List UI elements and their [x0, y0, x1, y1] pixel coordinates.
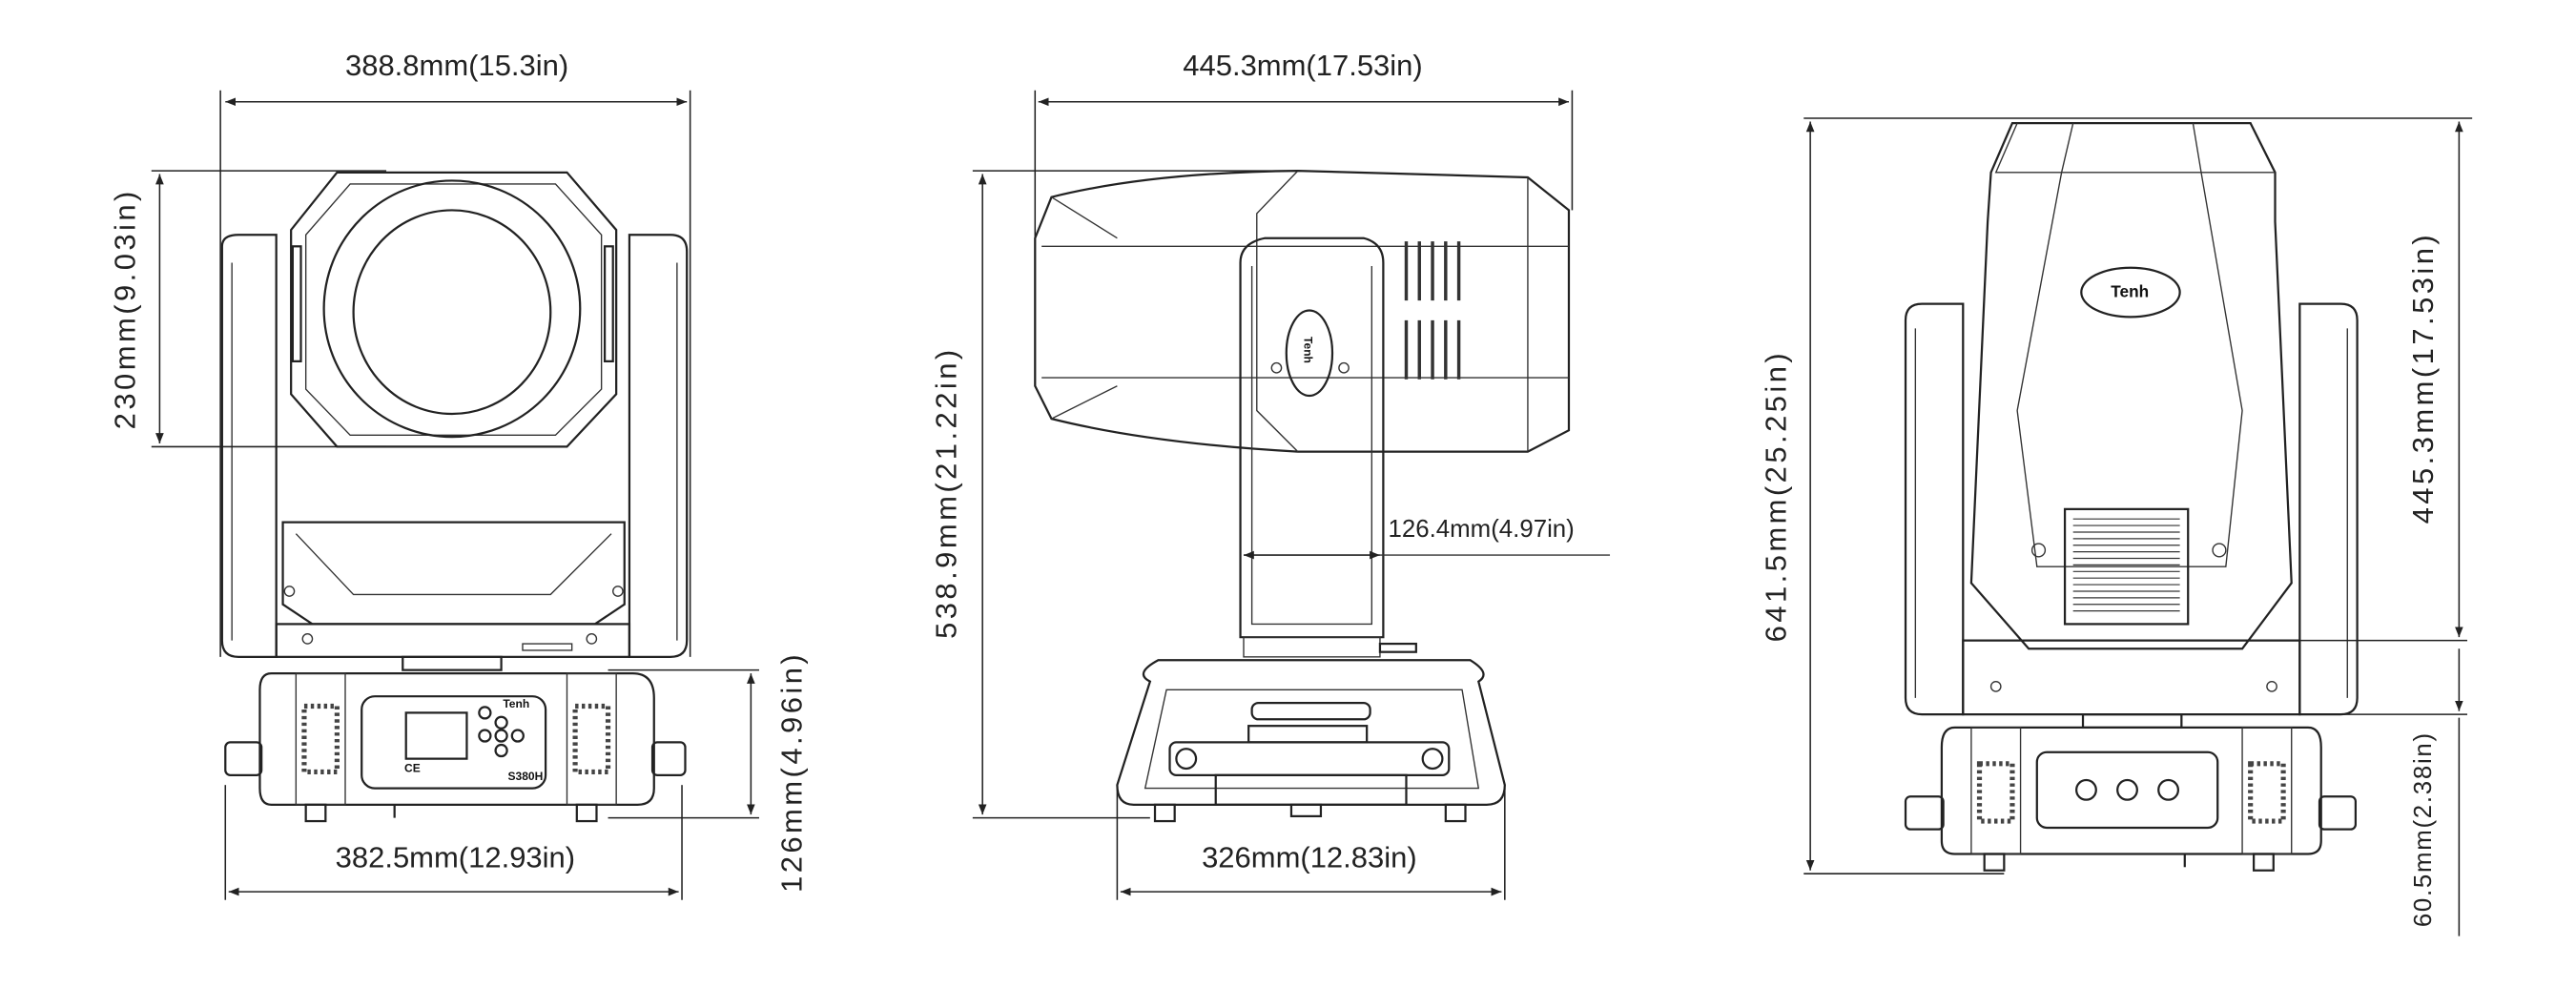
side-base [1116, 659, 1506, 823]
front-view: Tenh S380H CE 388.8mm(15.3in) 230mm(9.03… [109, 49, 809, 900]
panel-brand: Tenh [503, 697, 529, 710]
lcd-display [404, 711, 468, 760]
side-height-label: 538.9mm(21.22in) [930, 346, 963, 639]
front-width-label: 388.8mm(15.3in) [345, 49, 568, 82]
back-total-height-label: 641.5mm(25.25in) [1759, 350, 1792, 643]
back-head: Tenh [1969, 122, 2293, 650]
back-base-height-label: 60.5mm(2.38in) [2410, 731, 2437, 927]
rear-heatsink [2063, 507, 2190, 626]
back-head-height-label: 445.3mm(17.53in) [2406, 232, 2440, 524]
lens [352, 209, 552, 416]
front-head [290, 171, 618, 448]
arm-logo-badge [1285, 309, 1334, 398]
panel-model: S380H [507, 770, 543, 783]
back-view: Tenh 641.5mm(25.25in) 445. [1759, 117, 2473, 936]
back-logo-badge [2080, 266, 2181, 319]
front-base-width-label: 382.5mm(12.93in) [336, 840, 575, 874]
arm-logo: Tenh [1302, 337, 1315, 363]
side-view: Tenh 445.3mm(17.53in) 538.9mm(21.22in) 1… [930, 49, 1611, 900]
head-length-label: 445.3mm(17.53in) [1183, 49, 1422, 82]
back-base [1904, 713, 2358, 872]
control-panel [361, 695, 547, 790]
arm-width-label: 126.4mm(4.97in) [1389, 516, 1575, 543]
front-base: Tenh S380H CE [224, 655, 687, 823]
lens-height-label: 230mm(9.03in) [109, 188, 142, 429]
panel-certification: CE [404, 761, 421, 774]
side-head [1034, 169, 1571, 453]
side-arm: Tenh [1239, 236, 1417, 658]
base-height-label: 126mm(4.96in) [775, 651, 809, 893]
side-base-width-label: 326mm(12.83in) [1202, 840, 1417, 874]
back-logo: Tenh [2111, 282, 2149, 301]
